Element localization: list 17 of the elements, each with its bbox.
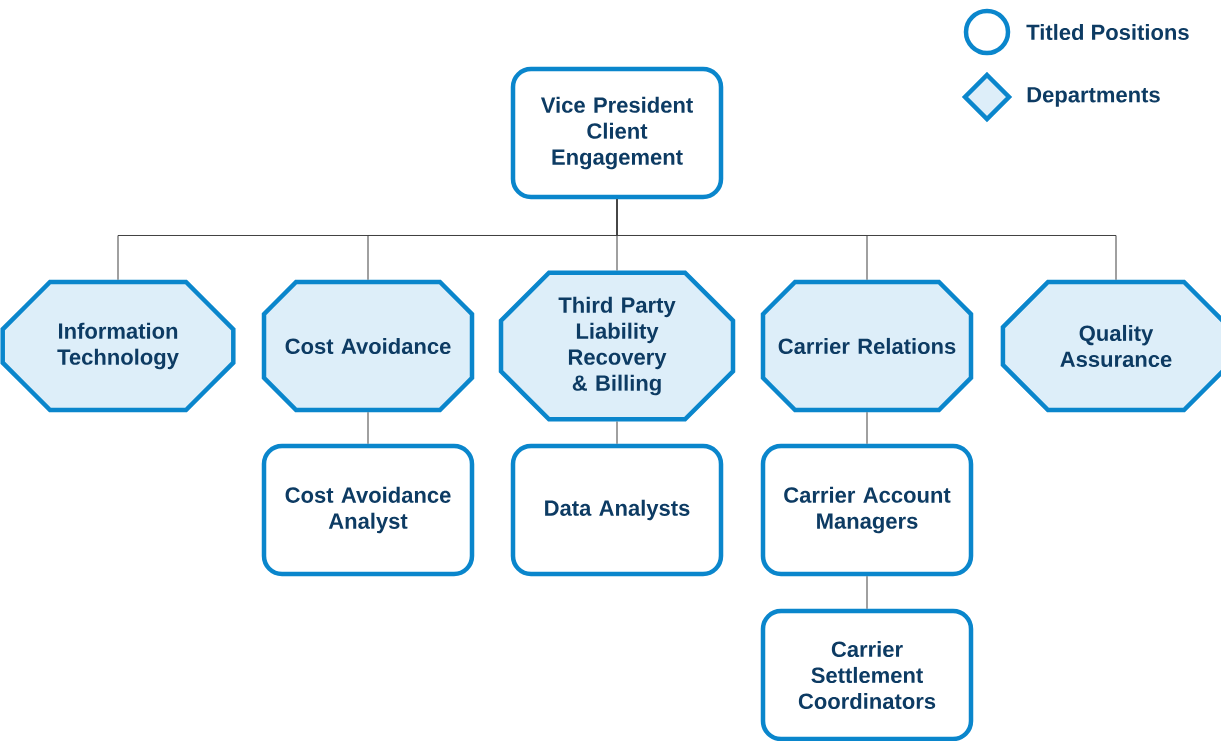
connector-line: [367, 411, 369, 445]
department-box: Quality Assurance: [1000, 279, 1221, 413]
connector-line: [616, 421, 618, 445]
position-box: Vice President Client Engagement: [510, 66, 724, 200]
position-box: Carrier Settlement Coordinators: [760, 608, 974, 741]
connector-line: [866, 575, 868, 610]
connector-line: [616, 198, 1117, 281]
legend-label: Titled Positions: [1026, 23, 1189, 41]
department-box: Third Party Liability Recovery & Billing: [498, 270, 736, 422]
connector-line: [866, 411, 868, 445]
position-box: Carrier Account Managers: [760, 443, 974, 577]
department-box: Carrier Relations: [760, 279, 974, 413]
department-box: Cost Avoidance: [261, 279, 475, 413]
position-box: Data Analysts: [510, 443, 724, 577]
legend-label: Departments: [1027, 87, 1160, 107]
position-box: Cost Avoidance Analyst: [261, 443, 475, 577]
department-box: Information Technology: [0, 279, 236, 413]
